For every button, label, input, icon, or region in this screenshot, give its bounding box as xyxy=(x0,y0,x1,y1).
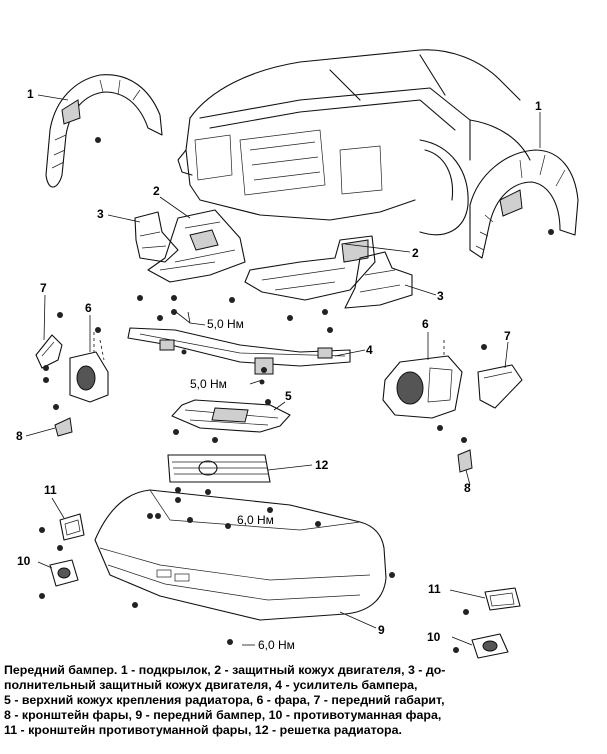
right-fog-light xyxy=(471,633,509,659)
left-headlight-bracket xyxy=(54,417,73,437)
label-9: 9 xyxy=(378,623,385,637)
left-headlight xyxy=(69,332,109,403)
left-aux-engine-shield xyxy=(134,211,179,263)
label-6-right: 6 xyxy=(422,317,429,331)
torque-label-3: 6,0 Нм xyxy=(237,513,274,527)
label-8-left: 8 xyxy=(16,429,23,443)
label-4: 4 xyxy=(366,343,373,357)
label-7-left: 7 xyxy=(40,281,47,295)
caption-line-1: Передний бампер. 1 - подкрылок, 2 - защи… xyxy=(4,663,446,677)
label-5: 5 xyxy=(285,389,292,403)
left-fog-light xyxy=(49,559,79,587)
figure-caption: Передний бампер. 1 - подкрылок, 2 - защи… xyxy=(4,663,602,738)
label-11-left: 11 xyxy=(44,483,57,497)
caption-line-5: 11 - кронштейн противотуманной фары, 12 … xyxy=(4,722,402,737)
label-6-left: 6 xyxy=(85,301,92,315)
torque-label-2: 5,0 Нм xyxy=(190,377,227,391)
left-inner-fender xyxy=(45,74,163,188)
right-aux-engine-shield xyxy=(344,251,413,309)
left-fog-bracket xyxy=(59,513,85,541)
left-side-marker xyxy=(35,334,63,369)
torque-label-1: 5,0 Нм xyxy=(207,317,244,331)
right-headlight xyxy=(382,340,463,419)
exploded-view-diagram: 1 1 2 2 3 3 4 5 6 6 7 7 8 8 9 10 10 11 1… xyxy=(16,49,579,659)
radiator-upper-cover xyxy=(171,399,291,433)
left-engine-shield xyxy=(147,209,246,283)
right-headlight-bracket xyxy=(457,449,473,473)
radiator-grille xyxy=(167,454,271,483)
label-3-left: 3 xyxy=(97,207,104,221)
label-2-right: 2 xyxy=(412,246,419,260)
label-10-right: 10 xyxy=(427,630,441,644)
right-side-marker xyxy=(477,364,523,409)
right-fog-bracket xyxy=(484,587,521,611)
label-2-left: 2 xyxy=(153,184,160,198)
right-engine-shield xyxy=(244,235,376,301)
torque-label-4: 6,0 Нм xyxy=(258,638,295,652)
bumper-reinforcement xyxy=(127,327,351,385)
caption-line-2: полнительный защитный кожух двигателя, 4… xyxy=(4,677,418,692)
label-1-left: 1 xyxy=(27,87,34,101)
part-labels: 1 1 2 2 3 3 4 5 6 6 7 7 8 8 9 10 10 11 1… xyxy=(16,87,542,644)
label-10-left: 10 xyxy=(17,554,31,568)
label-1-right: 1 xyxy=(535,99,542,113)
fasteners xyxy=(39,295,487,653)
label-3-right: 3 xyxy=(437,289,444,303)
caption-line-4: 8 - кронштейн фары, 9 - передний бампер,… xyxy=(4,707,442,722)
label-11-right: 11 xyxy=(428,582,441,596)
leader-lines xyxy=(25,94,541,646)
torque-labels: 5,0 Нм 5,0 Нм 6,0 Нм 6,0 Нм xyxy=(190,317,295,652)
front-bumper xyxy=(94,489,387,621)
label-7-right: 7 xyxy=(504,329,511,343)
caption-line-3: 5 - верхний кожух крепления радиатора, 6… xyxy=(4,692,445,707)
car-body-outline xyxy=(177,49,531,236)
label-12: 12 xyxy=(315,458,329,472)
label-8-right: 8 xyxy=(464,481,471,495)
right-inner-fender xyxy=(469,149,579,259)
